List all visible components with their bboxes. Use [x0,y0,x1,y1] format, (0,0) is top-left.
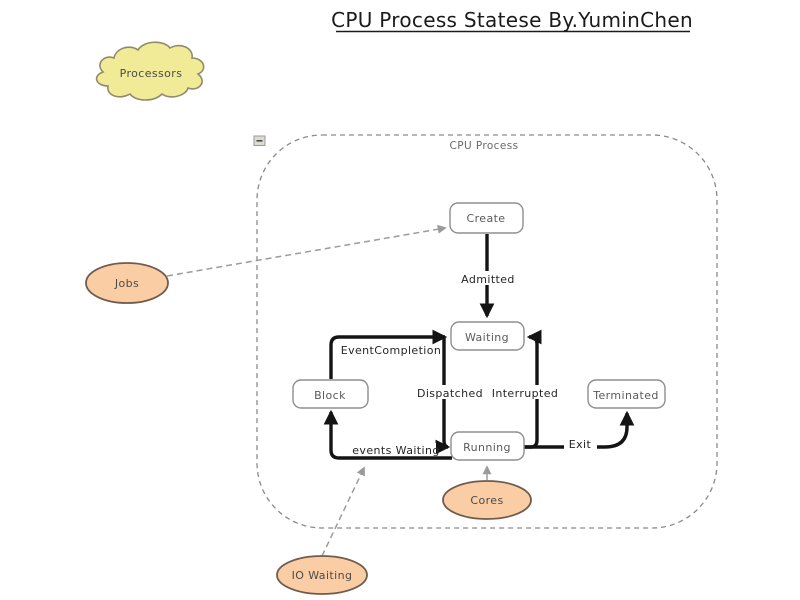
actor-label-jobs: Jobs [114,277,139,290]
cloud-label-processors: Processors [120,67,183,80]
container-cpu-process[interactable] [256,134,718,529]
transition-exit-label: Exit [569,438,592,451]
dependency-io-waiting-arrow[interactable] [321,466,365,557]
transition-event-completion-arrow[interactable] [329,329,448,379]
transition-exit-arrow[interactable] [524,410,635,449]
actor-label-cores: Cores [470,494,503,507]
container-label: CPU Process [450,140,519,152]
state-label-running: Running [463,441,511,454]
state-node-create[interactable] [449,202,524,234]
events-waiting-label-bg [356,443,436,455]
diagram-title: CPU Process Statese By.YuminChen [331,8,693,32]
transition-dispatched-label: Dispatched [417,387,483,400]
state-label-terminated: Terminated [592,389,659,402]
actor-ellipse-jobs[interactable] [85,262,169,304]
transition-interrupted-label: Interrupted [492,387,559,400]
state-node-block[interactable] [292,379,369,409]
actor-ellipse-cores[interactable] [442,480,532,520]
exit-label-bg [564,437,597,450]
state-node-waiting[interactable] [450,321,525,351]
state-node-running[interactable] [450,431,525,461]
transition-dispatched-arrow[interactable] [435,338,451,455]
interrupted-label-bg [493,385,558,399]
transition-events-waiting-label: events Waiting [352,444,439,457]
admitted-label-bg [460,271,515,285]
state-label-waiting: Waiting [465,331,509,344]
transition-admitted-label: Admitted [461,273,515,286]
collapse-icon[interactable] [253,135,266,146]
dispatched-label-bg [418,385,481,399]
cloud-node-processors[interactable] [95,41,205,101]
transition-event-completion-label: EventCompletion [341,344,442,357]
actor-label-io-waiting: IO Waiting [292,569,353,582]
actor-ellipse-io-waiting[interactable] [276,555,368,595]
state-node-terminated[interactable] [587,379,666,409]
transition-events-waiting-arrow[interactable] [323,409,452,460]
dependency-jobs-to-create-arrow[interactable] [166,224,447,277]
state-label-block: Block [314,389,346,402]
state-label-create: Create [467,212,506,225]
